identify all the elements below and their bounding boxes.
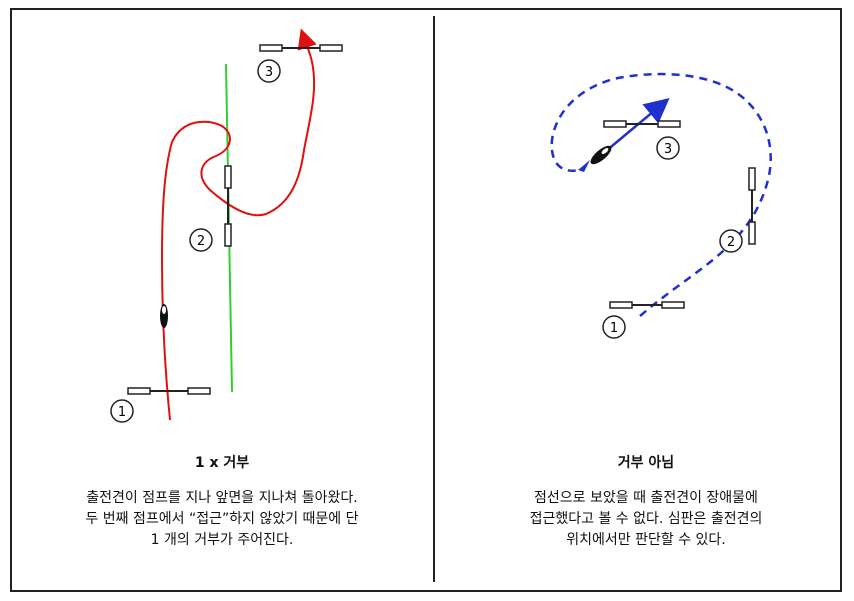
right-caption-text: 점선으로 보았을 때 출전견이 장애물에 접근했다고 볼 수 없다. 심판은 출… (436, 488, 854, 551)
dog-icon-right (590, 145, 612, 165)
left-caption-text: 출전견이 점프를 지나 앞면을 지나쳐 돌아왔다. 두 번째 점프에서 “접근”… (12, 488, 432, 551)
jump-number-2-left: 2 (189, 228, 213, 252)
dog-path-left (160, 28, 317, 421)
right-caption-line-3: 위치에서만 판단할 수 있다. (566, 532, 726, 548)
jump-1-left (127, 387, 211, 395)
svg-text:2: 2 (727, 235, 735, 250)
panel-divider (433, 16, 435, 582)
jump-3-right (603, 120, 681, 128)
jump-number-3-left: 3 (257, 59, 281, 83)
jump-1-right (609, 301, 685, 309)
svg-text:1: 1 (118, 405, 126, 420)
jump-number-1-left: 1 (110, 399, 134, 423)
right-caption-line-2: 접근했다고 볼 수 없다. 심판은 출전견의 (529, 511, 763, 527)
jump-3-left (259, 44, 343, 52)
left-caption-line-1: 출전견이 점프를 지나 앞면을 지나쳐 돌아왔다. (86, 490, 358, 506)
jump-2-right (748, 167, 756, 245)
svg-text:2: 2 (197, 234, 205, 249)
jump-number-1-right: 1 (602, 315, 626, 339)
jump-2-left (224, 165, 232, 247)
svg-text:1: 1 (610, 321, 618, 336)
svg-text:3: 3 (664, 142, 672, 157)
outer-border (10, 8, 842, 592)
jump-number-2-right: 2 (719, 229, 743, 253)
right-caption-title: 거부 아님 (617, 455, 675, 471)
dog-path-right (550, 72, 772, 317)
left-caption-line-3: 1 개의 거부가 주어진다. (150, 532, 294, 548)
right-caption-line-1: 점선으로 보았을 때 출전견이 장애물에 (534, 490, 758, 506)
left-caption-line-2: 두 번째 점프에서 “접근”하지 않았기 때문에 단 (85, 511, 359, 527)
left-caption-title: 1 x 거부 (194, 455, 250, 471)
jump-number-3-right: 3 (656, 136, 680, 160)
svg-text:3: 3 (265, 65, 273, 80)
